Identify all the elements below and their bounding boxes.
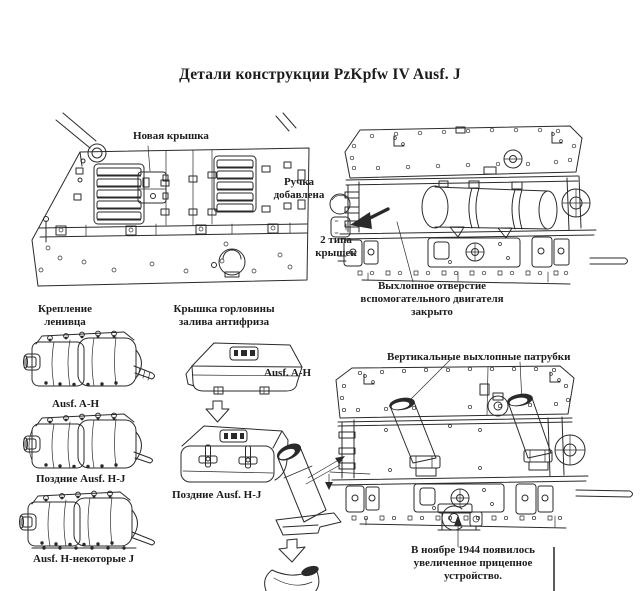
label-idler-variant-2: Поздние Ausf. H-J <box>36 473 126 485</box>
scan-artifact-line <box>553 547 555 591</box>
label-new-cover: Новая крышка <box>133 130 209 142</box>
arrow-down-icon <box>205 400 230 423</box>
label-idler-variant-1: Ausf. A-H <box>52 398 100 410</box>
muffler-rear-drawing <box>337 125 628 285</box>
header-filler-cap: Крышка горловины залива антифриза <box>173 303 275 328</box>
label-cap-variant-1: Ausf. A-H <box>264 367 312 379</box>
exhaust-pipe-detail-drawing <box>264 443 345 591</box>
idler-mount-drawing-3 <box>19 490 155 550</box>
header-idler-mount: Крепление ленивца <box>38 303 92 328</box>
caption-november-1944: В ноябре 1944 появилось увеличенное приц… <box>411 544 535 582</box>
label-handle-added: Ручка добавлена <box>273 176 325 201</box>
vertical-pipes-rear-drawing <box>329 359 633 531</box>
page-title: Детали конструкции PzKpfw IV Ausf. J <box>179 66 461 83</box>
idler-mount-drawing-2 <box>23 412 153 469</box>
engine-deck-drawing <box>31 112 310 287</box>
filler-cap-drawing-early <box>185 342 303 395</box>
label-idler-variant-3: Ausf. H-некоторые J <box>33 553 135 565</box>
idler-mount-drawing-1 <box>23 330 155 387</box>
tow-coupling-leader-arrow <box>454 515 462 548</box>
caption-aux-exhaust: Выхлопное отверстие вспомогательного дви… <box>360 280 504 318</box>
label-cap-variant-2: Поздние Ausf. H-J <box>172 489 262 501</box>
header-vertical-pipes: Вертикальные выхлопные патрубки <box>387 351 571 363</box>
